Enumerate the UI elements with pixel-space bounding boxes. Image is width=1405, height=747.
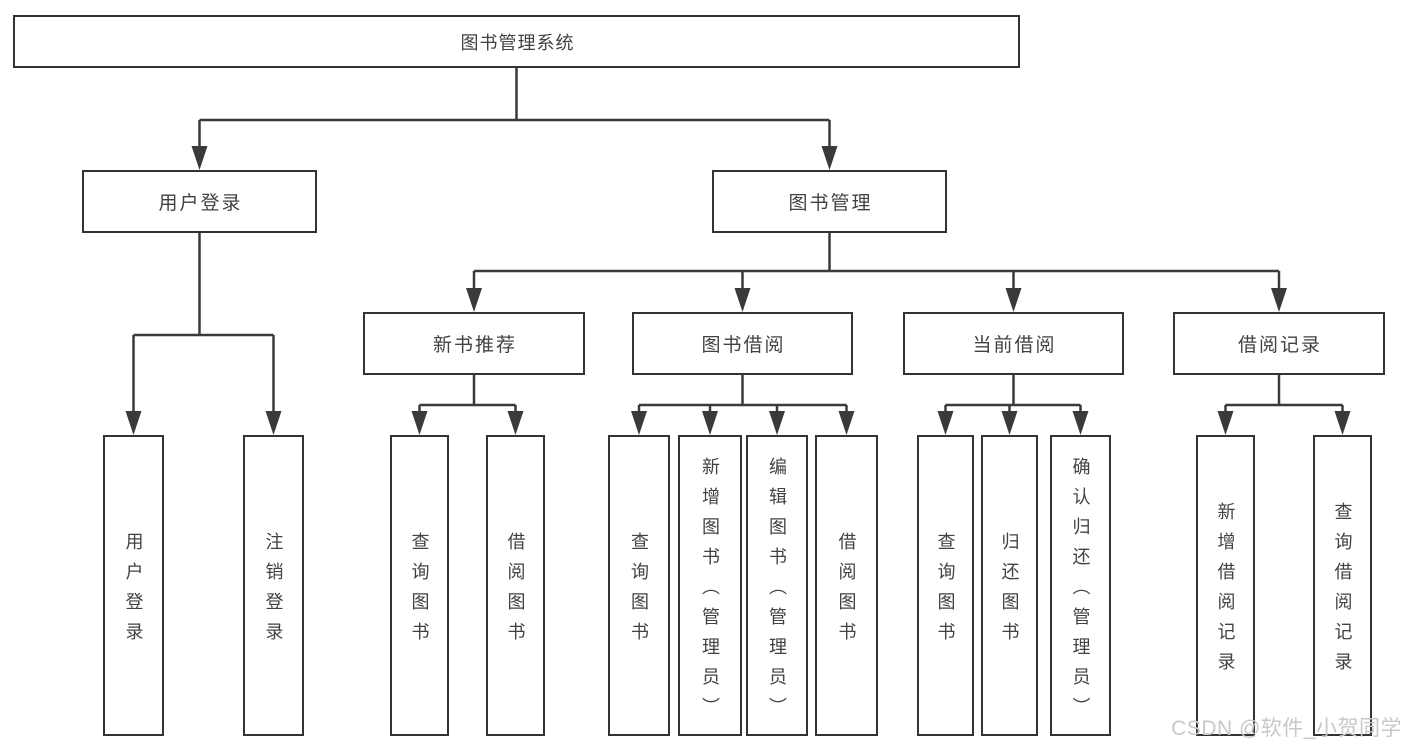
node-book-management-label: 图书管理 xyxy=(788,193,873,214)
leaf-br-query-record-label: 查询借阅记录 xyxy=(1332,501,1353,682)
leaf-cb-query-books-label: 查询图书 xyxy=(935,531,956,652)
leaf-nb-query-books: 查询图书 xyxy=(390,435,449,736)
leaf-logout-label: 注销登录 xyxy=(263,531,284,652)
node-book-management: 图书管理 xyxy=(712,170,947,233)
leaf-cb-confirm-return-admin: 确认归还（管理员） xyxy=(1050,435,1111,736)
leaf-bb-query-books: 查询图书 xyxy=(608,435,670,736)
leaf-user-login: 用户登录 xyxy=(103,435,164,736)
leaf-cb-confirm-return-admin-label: 确认归还（管理员） xyxy=(1070,456,1091,727)
leaf-user-login-label: 用户登录 xyxy=(123,531,144,652)
leaf-nb-query-books-label: 查询图书 xyxy=(409,531,430,652)
leaf-bb-borrow-books-label: 借阅图书 xyxy=(836,531,857,652)
leaf-br-add-record: 新增借阅记录 xyxy=(1196,435,1255,736)
node-book-borrow: 图书借阅 xyxy=(632,312,853,375)
leaf-cb-return-books-label: 归还图书 xyxy=(999,531,1020,652)
node-user-login-label: 用户登录 xyxy=(158,193,243,214)
node-borrow-records-label: 借阅记录 xyxy=(1237,335,1322,356)
node-new-book-recommend-label: 新书推荐 xyxy=(432,335,517,356)
node-root: 图书管理系统 xyxy=(13,15,1020,68)
node-book-borrow-label: 图书借阅 xyxy=(701,335,786,356)
leaf-nb-borrow-books-label: 借阅图书 xyxy=(505,531,526,652)
leaf-bb-borrow-books: 借阅图书 xyxy=(815,435,878,736)
node-new-book-recommend: 新书推荐 xyxy=(363,312,585,375)
leaf-nb-borrow-books: 借阅图书 xyxy=(486,435,545,736)
leaf-logout: 注销登录 xyxy=(243,435,304,736)
leaf-cb-return-books: 归还图书 xyxy=(981,435,1038,736)
leaf-bb-edit-books-admin: 编辑图书（管理员） xyxy=(746,435,808,736)
node-borrow-records: 借阅记录 xyxy=(1173,312,1385,375)
node-user-login: 用户登录 xyxy=(82,170,317,233)
node-root-label: 图书管理系统 xyxy=(460,32,575,53)
leaf-bb-add-books-admin: 新增图书（管理员） xyxy=(678,435,742,736)
leaf-bb-edit-books-admin-label: 编辑图书（管理员） xyxy=(767,456,787,727)
leaf-bb-add-books-admin-label: 新增图书（管理员） xyxy=(700,456,720,727)
node-current-borrow: 当前借阅 xyxy=(903,312,1124,375)
leaf-bb-query-books-label: 查询图书 xyxy=(629,531,649,652)
leaf-br-query-record: 查询借阅记录 xyxy=(1313,435,1372,736)
leaf-cb-query-books: 查询图书 xyxy=(917,435,974,736)
node-current-borrow-label: 当前借阅 xyxy=(972,335,1057,356)
leaf-br-add-record-label: 新增借阅记录 xyxy=(1215,501,1236,682)
